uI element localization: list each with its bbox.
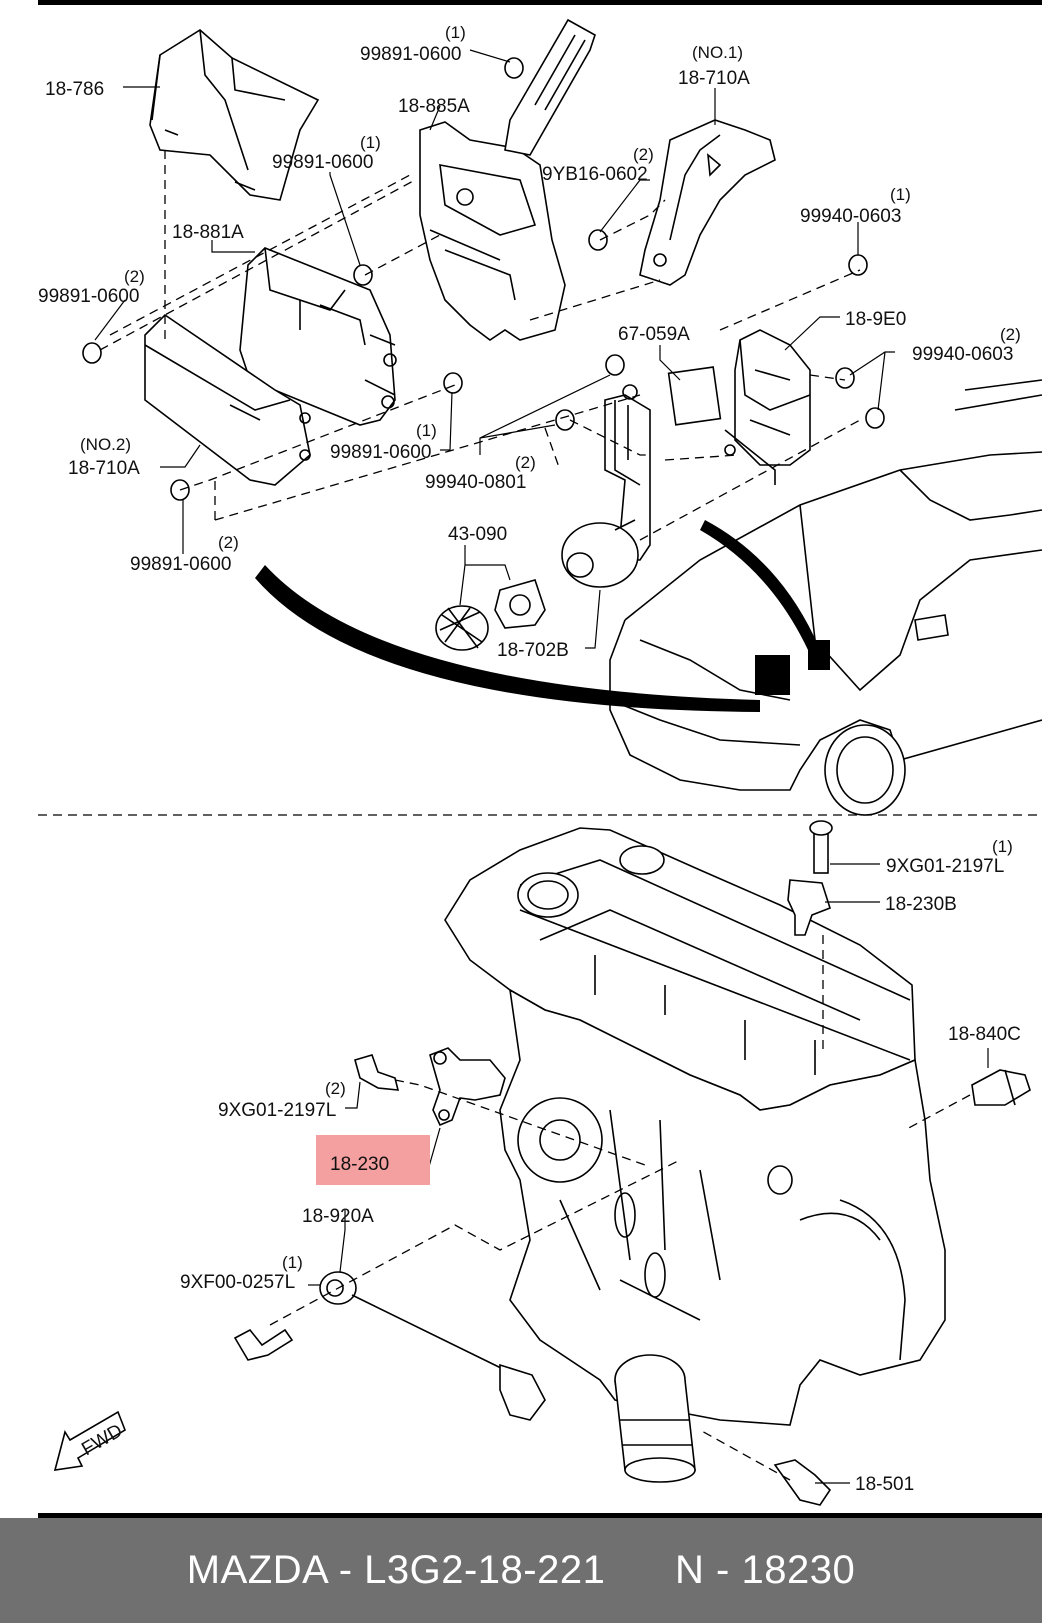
location-arrow-curve-2 — [700, 520, 818, 650]
part-label-9xf00-0257l: 9XF00-0257L — [180, 1272, 295, 1293]
dashed-alignment-lines-top — [99, 150, 861, 541]
part-label-18-230b: 18-230B — [885, 894, 957, 915]
solenoid-18-702b — [561, 384, 651, 588]
bracket-18-710a-no2 — [144, 313, 311, 486]
label-no2: (NO.2) — [80, 435, 131, 454]
qty-99891-left: (2) — [124, 267, 145, 286]
top-border — [38, 0, 1042, 5]
part-label-99940-0603-b: 99940-0603 — [912, 344, 1013, 365]
part-label-99891-top: 99891-0600 — [360, 44, 461, 65]
label-67-059a — [667, 366, 722, 426]
bolt-9xg01-2 — [354, 1054, 400, 1091]
fwd-arrow-icon: FWD — [53, 1410, 126, 1471]
dashed-alignment-lines-bottom — [269, 935, 971, 1481]
part-label-99891-low: 99891-0600 — [130, 554, 231, 575]
temp-sensor-18-840c — [971, 1069, 1031, 1106]
qty-99940-0801: (2) — [515, 453, 536, 472]
part-label-9xg01-2197l-a: 9XG01-2197L — [886, 856, 1004, 877]
bolt-9xf00 — [233, 1328, 294, 1361]
location-arrow-curve — [255, 565, 760, 712]
car-part-marker — [755, 655, 790, 695]
knock-sensor-18-920a — [319, 1271, 546, 1421]
leader-lines-top — [94, 49, 895, 649]
bracket-18-710a-no1 — [639, 119, 776, 286]
car-outline — [609, 379, 1042, 816]
part-label-9xg01-2197l-b: 9XG01-2197L — [218, 1100, 336, 1121]
leader-lines-bottom — [308, 863, 989, 1484]
qty-9yb16: (2) — [633, 145, 654, 164]
part-label-99891-mid: 99891-0600 — [272, 152, 373, 173]
part-label-18-230: 18-230 — [330, 1154, 389, 1175]
part-label-99940-0801: 99940-0801 — [425, 472, 526, 493]
part-label-99940-0603-a: 99940-0603 — [800, 206, 901, 227]
bottom-border — [38, 1513, 1042, 1518]
part-label-9yb16-0602: 9YB16-0602 — [542, 164, 648, 185]
footer-bar: MAZDA - L3G2-18-221 N - 18230 — [0, 1518, 1042, 1623]
part-label-18-920a: 18-920A — [302, 1206, 374, 1227]
qty-99940-0603-a: (1) — [890, 185, 911, 204]
bracket-18-885a — [419, 18, 596, 341]
nut-icons — [82, 57, 885, 501]
engine-block — [444, 827, 946, 1483]
qty-9xf00: (1) — [282, 1253, 303, 1272]
highlight-box — [316, 1135, 430, 1185]
part-label-67-059a: 67-059A — [618, 324, 690, 345]
label-no1: (NO.1) — [692, 43, 743, 62]
module-18-881a — [239, 247, 397, 426]
car-part-marker-2 — [808, 640, 830, 670]
qty-99940-0603-b: (2) — [1000, 325, 1021, 344]
footer-part-numbers: MAZDA - L3G2-18-221 N - 18230 — [186, 1548, 856, 1592]
part-label-18-881a: 18-881A — [172, 222, 244, 243]
qty-99891-low: (2) — [218, 533, 239, 552]
control-box-18-9e0 — [724, 329, 811, 485]
parts-diagram: FWD 18-786 (1) 99891-0600 18-885A (NO.1)… — [38, 0, 1042, 1518]
part-label-18-702b: 18-702B — [497, 640, 569, 661]
part-label-43-090: 43-090 — [448, 524, 507, 545]
qty-99891-bot: (1) — [416, 421, 437, 440]
part-label-18-710a-no2: 18-710A — [68, 458, 140, 479]
part-label-18-885a: 18-885A — [398, 96, 470, 117]
qty-9xg01-a: (1) — [992, 837, 1013, 856]
cam-sensor-18-230b — [787, 820, 833, 936]
sensor-18-501 — [773, 1459, 832, 1506]
part-label-99891-bot: 99891-0600 — [330, 442, 431, 463]
qty-9xg01-b: (2) — [325, 1079, 346, 1098]
cover-18-786 — [149, 29, 320, 201]
part-label-18-710a-no1: 18-710A — [678, 68, 750, 89]
crank-sensor-18-230 — [429, 1047, 506, 1127]
part-label-18-501: 18-501 — [855, 1474, 914, 1495]
part-label-18-786: 18-786 — [45, 79, 104, 100]
filter-43-090 — [435, 579, 546, 651]
qty-99891-mid: (1) — [360, 133, 381, 152]
qty-99891-top: (1) — [445, 23, 466, 42]
part-label-18-840c: 18-840C — [948, 1024, 1021, 1045]
part-label-18-9e0: 18-9E0 — [845, 309, 906, 330]
part-label-99891-left: 99891-0600 — [38, 286, 139, 307]
